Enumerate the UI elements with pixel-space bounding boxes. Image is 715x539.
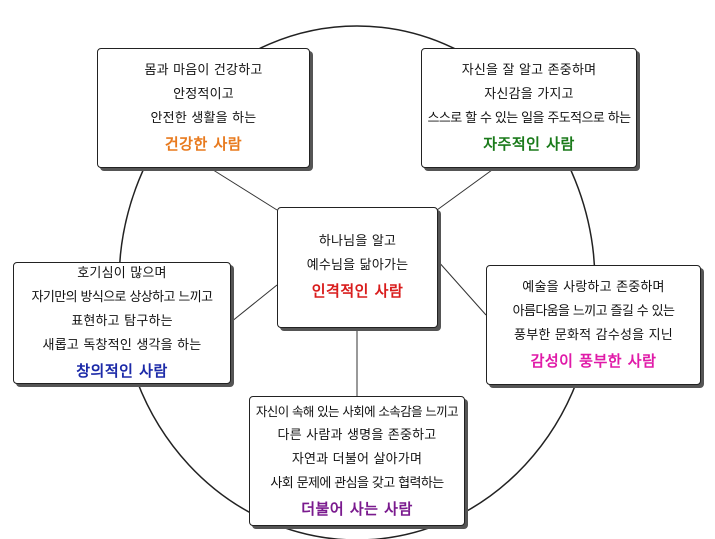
node-creative-line-2: 자기만의 방식으로 상상하고 느끼고 xyxy=(31,289,214,305)
node-healthy: 몸과 마음이 건강하고 안정적이고 안전한 생활을 하는 건강한 사람 xyxy=(97,48,310,168)
node-together: 자신이 속해 있는 사회에 소속감을 느끼고 다른 사람과 생명을 존중하고 자… xyxy=(249,396,465,526)
node-together-line-3: 자연과 더불어 살아가며 xyxy=(291,451,423,467)
node-emotional-title: 감성이 풍부한 사람 xyxy=(530,351,657,370)
node-independent-line-2: 자신감을 가지고 xyxy=(484,86,574,102)
connector-healthy xyxy=(209,167,278,211)
node-healthy-line-3: 안전한 생활을 하는 xyxy=(150,110,257,126)
node-together-line-1: 자신이 속해 있는 사회에 소속감을 느끼고 xyxy=(255,403,459,419)
node-emotional-line-1: 예술을 사랑하고 존중하며 xyxy=(522,279,665,295)
node-independent-line-3: 스스로 할 수 있는 일을 주도적으로 하는 xyxy=(427,110,632,126)
connector-independent xyxy=(436,169,493,211)
node-independent-title: 자주적인 사람 xyxy=(483,134,575,153)
node-together-line-2: 다른 사람과 생명을 존중하고 xyxy=(277,427,437,443)
node-creative-title: 창의적인 사람 xyxy=(76,361,168,380)
connector-emotional xyxy=(436,259,487,316)
node-creative-line-4: 새롭고 독창적인 생각을 하는 xyxy=(42,337,202,353)
node-healthy-line-2: 안정적이고 xyxy=(173,86,234,102)
node-creative: 호기심이 많으며 자기만의 방식으로 상상하고 느끼고 표현하고 탐구하는 새롭… xyxy=(13,262,231,384)
node-creative-line-3: 표현하고 탐구하는 xyxy=(71,313,173,329)
node-together-title: 더불어 사는 사람 xyxy=(301,499,413,518)
node-center-title: 인격적인 사람 xyxy=(311,282,404,300)
node-independent-line-1: 자신을 잘 알고 존중하며 xyxy=(461,62,597,78)
node-emotional: 예술을 사랑하고 존중하며 아름다움을 느끼고 즐길 수 있는 풍부한 문화적 … xyxy=(486,265,701,385)
node-emotional-line-3: 풍부한 문화적 감수성을 지닌 xyxy=(514,327,673,343)
node-healthy-title: 건강한 사람 xyxy=(164,134,243,153)
node-center-line-2: 예수님을 닮아가는 xyxy=(306,258,409,273)
node-independent: 자신을 잘 알고 존중하며 자신감을 가지고 스스로 할 수 있는 일을 주도적… xyxy=(421,48,637,168)
node-emotional-line-2: 아름다움을 느끼고 즐길 수 있는 xyxy=(512,303,675,319)
connector-creative xyxy=(230,284,278,323)
node-center: 하나님을 알고 예수님을 닮아가는 인격적인 사람 xyxy=(277,207,438,328)
node-center-line-1: 하나님을 알고 xyxy=(318,234,397,249)
node-together-line-4: 사회 문제에 관심을 갖고 협력하는 xyxy=(270,475,444,491)
node-healthy-line-1: 몸과 마음이 건강하고 xyxy=(144,62,263,78)
node-creative-line-1: 호기심이 많으며 xyxy=(77,265,167,281)
